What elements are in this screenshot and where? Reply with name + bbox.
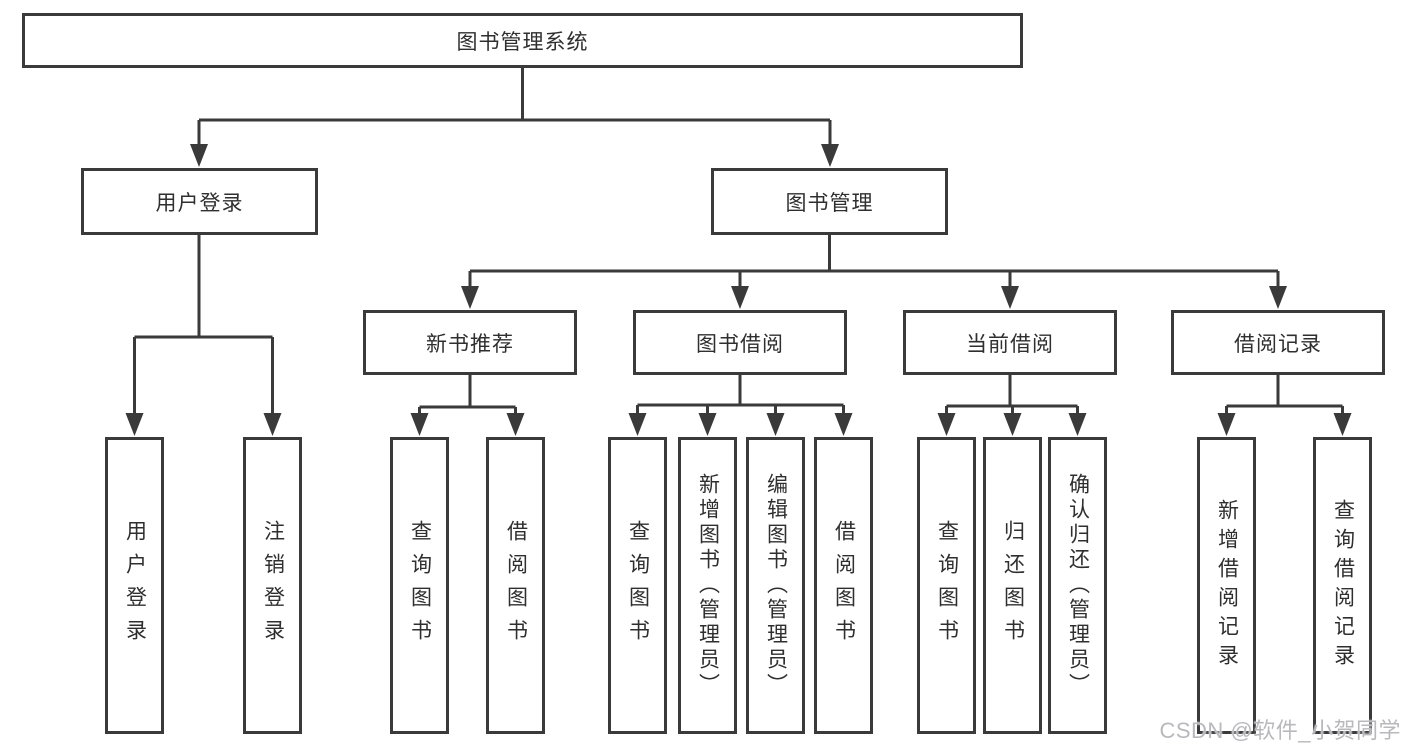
node-label: 新增借阅记录 xyxy=(1215,498,1239,673)
node-label: 图书管理系统 xyxy=(456,30,589,54)
node-label: 确认归还（管理员） xyxy=(1066,473,1090,698)
leaf-logout-login: 注销登录 xyxy=(243,437,302,734)
node-label: 新增图书（管理员） xyxy=(696,473,720,698)
node-borrow-records: 借阅记录 xyxy=(1171,310,1385,375)
node-label: 图书管理 xyxy=(785,191,874,215)
node-label: 新书推荐 xyxy=(426,332,514,356)
node-label: 查询图书 xyxy=(408,519,432,652)
leaf-add-borrow-record: 新增借阅记录 xyxy=(1197,437,1256,734)
node-label: 借阅记录 xyxy=(1234,332,1322,356)
node-new-book-recommend: 新书推荐 xyxy=(363,310,577,375)
node-label: 图书借阅 xyxy=(696,332,784,356)
node-label: 查询图书 xyxy=(626,519,650,652)
node-user-login: 用户登录 xyxy=(81,168,318,235)
leaf-confirm-return-admin: 确认归还（管理员） xyxy=(1048,437,1107,734)
leaf-borrow-books-recommend: 借阅图书 xyxy=(486,437,545,734)
leaf-user-login: 用户登录 xyxy=(105,437,164,734)
node-label: 用户登录 xyxy=(155,191,244,215)
leaf-borrow-books: 借阅图书 xyxy=(814,437,873,734)
node-label: 用户登录 xyxy=(123,519,147,652)
node-label: 查询图书 xyxy=(935,519,959,652)
node-book-management: 图书管理 xyxy=(711,168,948,235)
csdn-watermark: CSDN @软件_小贺同学 xyxy=(1159,718,1401,743)
node-label: 查询借阅记录 xyxy=(1331,498,1355,673)
node-label: 当前借阅 xyxy=(966,332,1054,356)
leaf-add-books-admin: 新增图书（管理员） xyxy=(678,437,737,734)
node-label: 归还图书 xyxy=(1001,519,1025,652)
node-label: 注销登录 xyxy=(261,519,285,652)
leaf-search-books-current: 查询图书 xyxy=(917,437,976,734)
leaf-return-books: 归还图书 xyxy=(983,437,1042,734)
node-book-borrow: 图书借阅 xyxy=(633,310,847,375)
node-library-management-system: 图书管理系统 xyxy=(22,13,1023,68)
leaf-search-borrow-record: 查询借阅记录 xyxy=(1313,437,1372,734)
node-current-borrow: 当前借阅 xyxy=(903,310,1117,375)
leaf-search-books-recommend: 查询图书 xyxy=(390,437,449,734)
leaf-search-books-borrow: 查询图书 xyxy=(608,437,667,734)
node-label: 借阅图书 xyxy=(832,519,856,652)
node-label: 借阅图书 xyxy=(504,519,528,652)
leaf-edit-books-admin: 编辑图书（管理员） xyxy=(746,437,805,734)
node-label: 编辑图书（管理员） xyxy=(764,473,788,698)
